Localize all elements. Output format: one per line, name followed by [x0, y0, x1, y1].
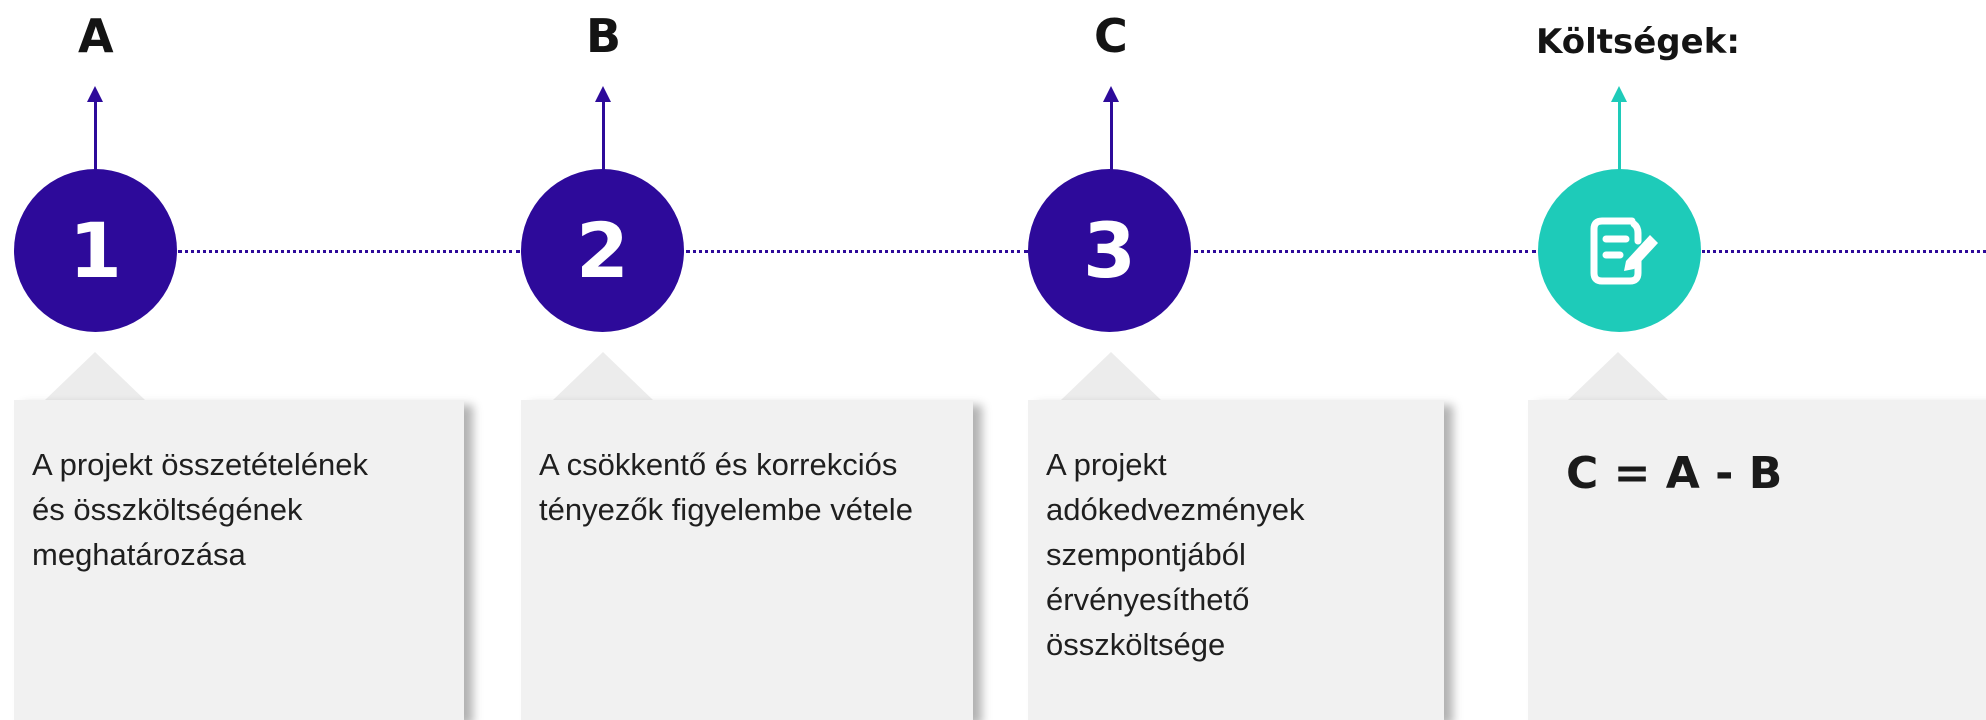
card-pointer — [1568, 352, 1668, 400]
card-pointer — [45, 352, 145, 400]
step-circle-2: 2 — [521, 169, 684, 332]
timeline-connector — [1702, 250, 1986, 253]
arrow-up-icon — [1611, 86, 1627, 102]
result-formula: C = A - B — [1566, 448, 1783, 499]
step-description: A projekt adókedvezmények szempontjából … — [1046, 447, 1305, 662]
card-pointer — [1061, 352, 1161, 400]
step-description: A projekt összetételének és összköltségé… — [32, 447, 369, 572]
step-card-3: A projekt adókedvezmények szempontjából … — [1028, 400, 1444, 720]
step-label-c: C — [1094, 9, 1128, 63]
step-number: 3 — [1083, 205, 1136, 295]
step-number: 2 — [576, 205, 629, 295]
arrow-shaft — [1618, 100, 1621, 170]
card-pointer — [553, 352, 653, 400]
arrow-shaft — [1110, 100, 1113, 170]
arrow-up-icon — [1103, 86, 1119, 102]
timeline-connector — [686, 250, 1028, 253]
timeline-connector — [178, 250, 520, 253]
result-circle — [1538, 169, 1701, 332]
costs-label: Költségek: — [1536, 22, 1740, 62]
arrow-up-icon — [87, 86, 103, 102]
step-number: 1 — [69, 205, 122, 295]
arrow-shaft — [602, 100, 605, 170]
step-circle-3: 3 — [1028, 169, 1191, 332]
result-card: C = A - B — [1528, 400, 1986, 720]
document-edit-icon — [1572, 203, 1668, 299]
step-label-a: A — [78, 9, 114, 63]
arrow-shaft — [94, 100, 97, 170]
step-card-1: A projekt összetételének és összköltségé… — [14, 400, 464, 720]
arrow-up-icon — [595, 86, 611, 102]
timeline-connector — [1194, 250, 1536, 253]
step-circle-1: 1 — [14, 169, 177, 332]
step-card-2: A csökkentő és korrekciós tényezők figye… — [521, 400, 973, 720]
step-description: A csökkentő és korrekciós tényezők figye… — [539, 447, 913, 527]
step-label-b: B — [586, 9, 622, 63]
